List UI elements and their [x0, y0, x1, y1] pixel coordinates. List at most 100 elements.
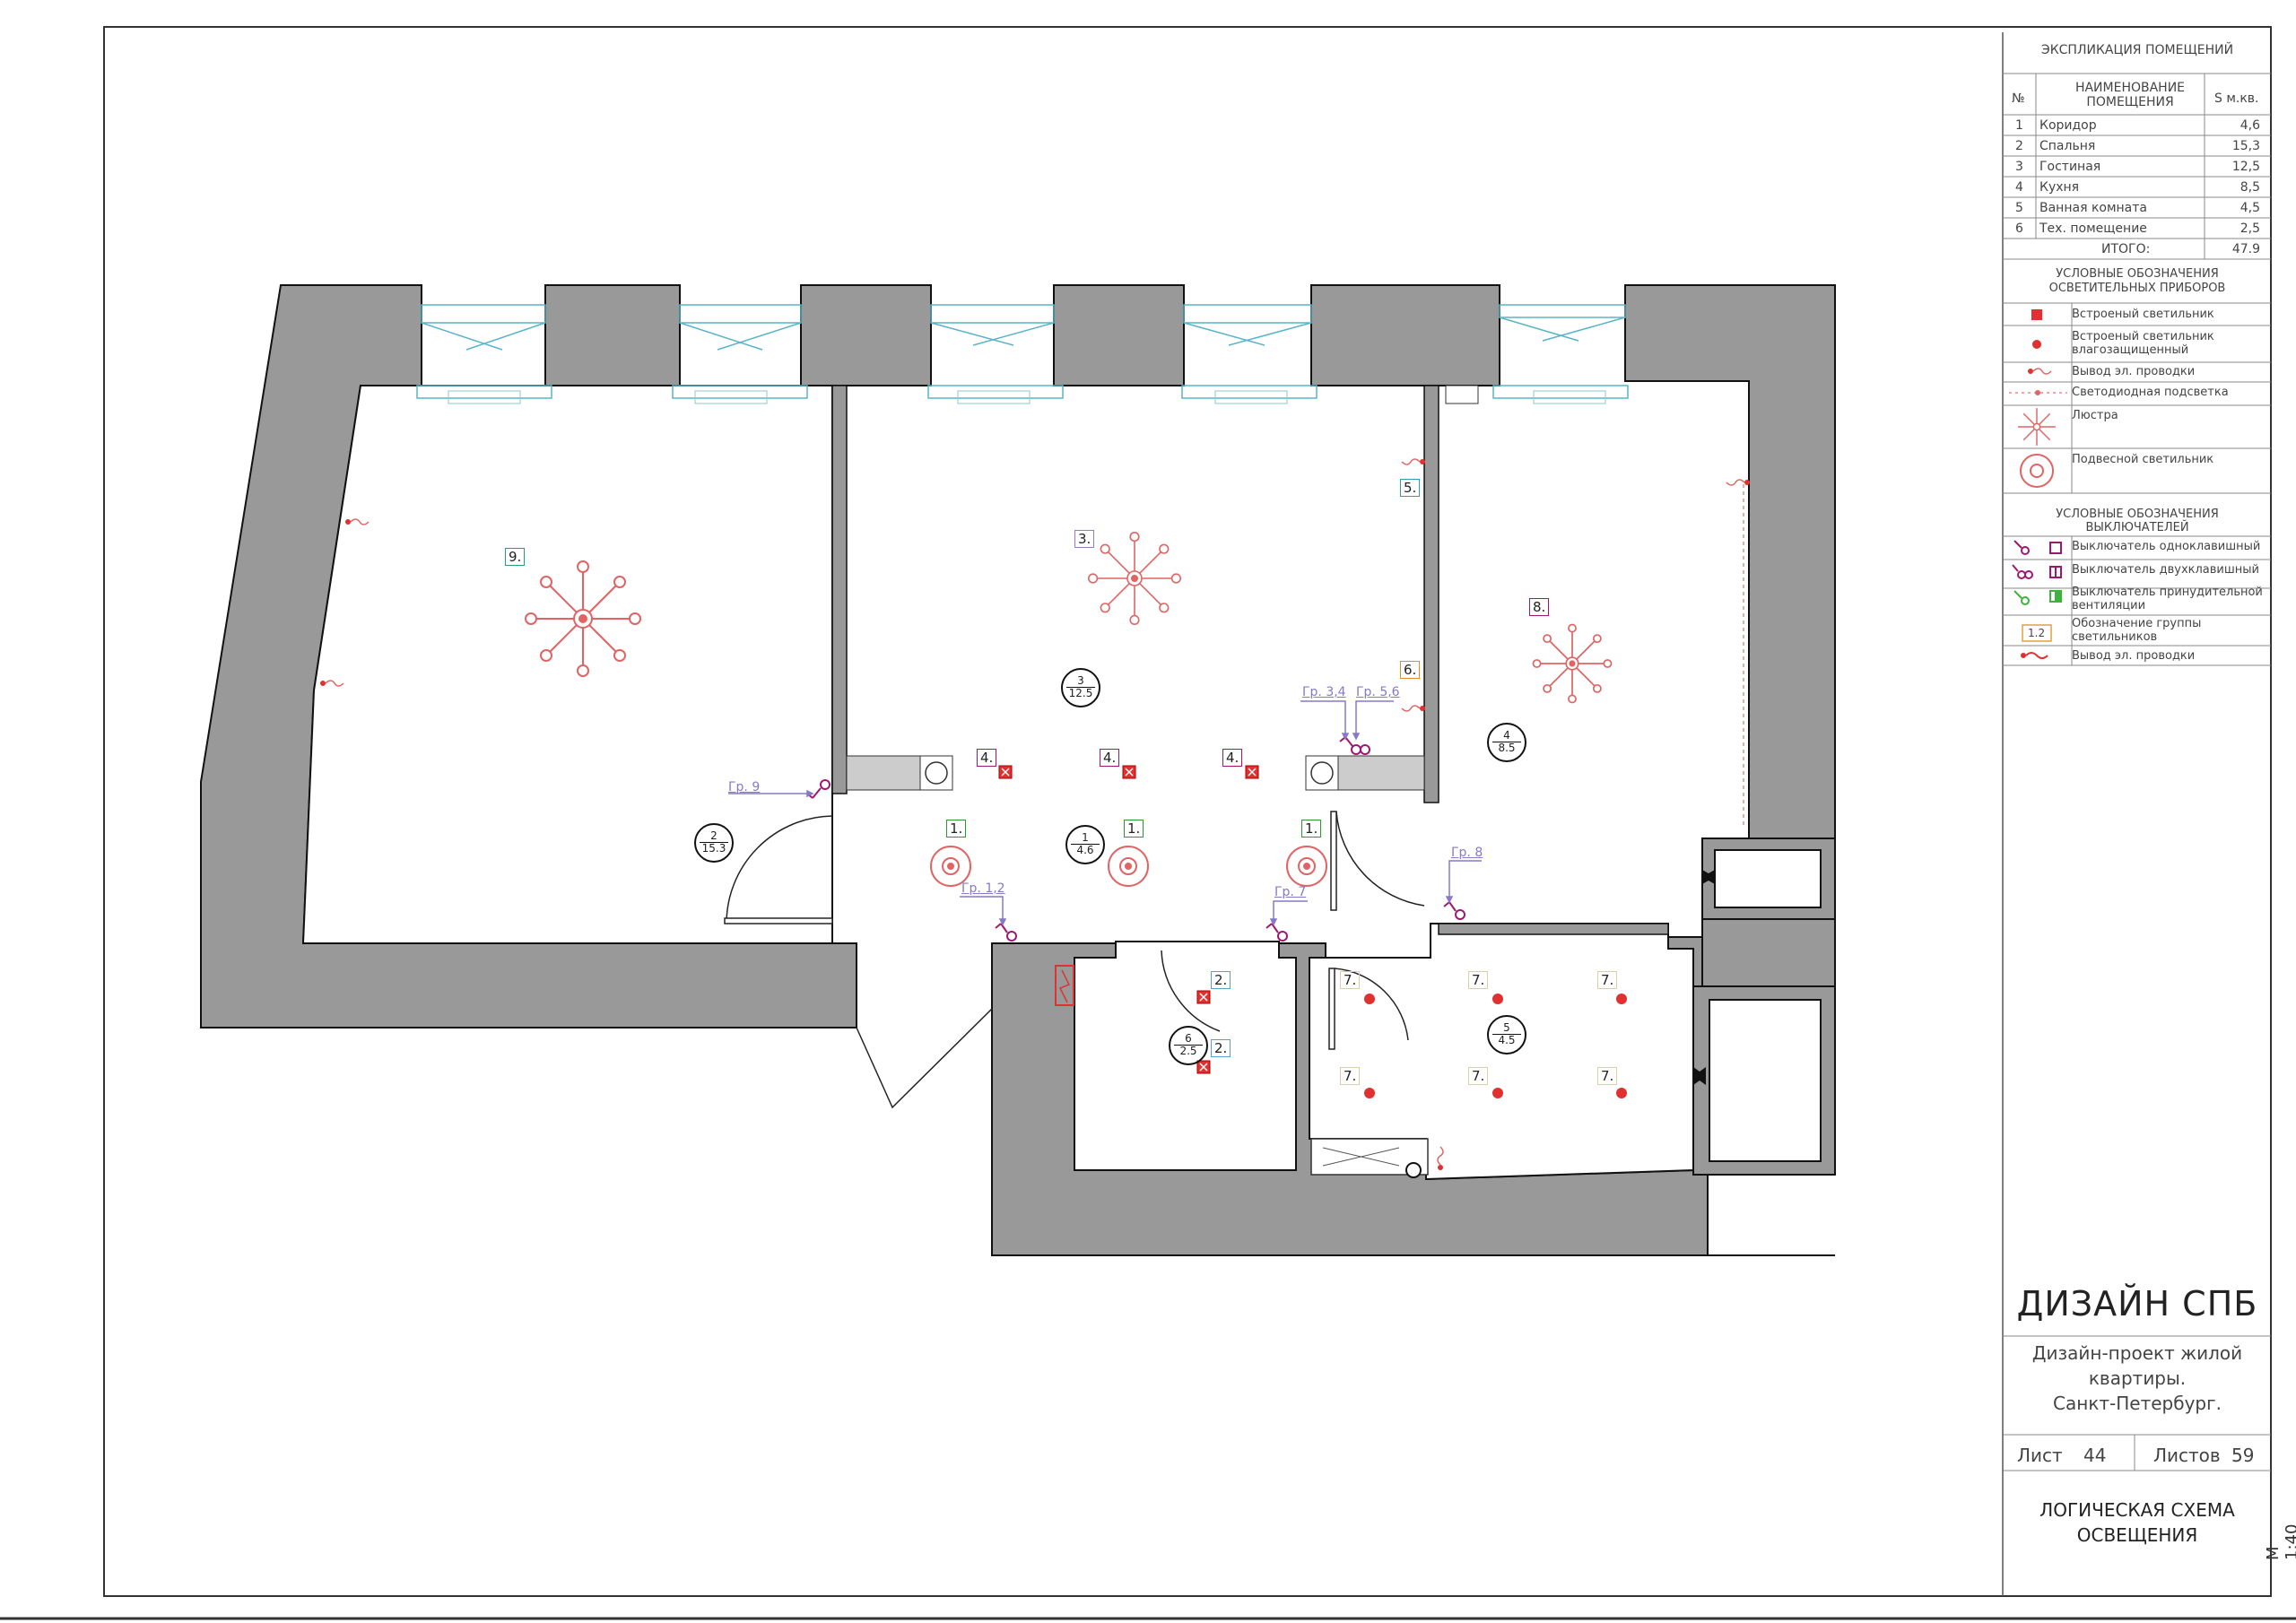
- explication-row-name: Гостиная: [2039, 160, 2101, 174]
- legend-label: Люстра: [2072, 409, 2118, 422]
- explication-row-name: Спальня: [2039, 139, 2096, 153]
- sheet-label: Лист: [2017, 1445, 2063, 1466]
- bath-tub-mark: [1322, 1147, 1400, 1167]
- windows: [416, 304, 1629, 399]
- group-label: 7.: [1597, 1067, 1618, 1085]
- legend-label: Встроеный светильник влагозащищенный: [2072, 330, 2214, 357]
- group-label: 5.: [1400, 479, 1421, 497]
- group-label: 7.: [1468, 1067, 1489, 1085]
- legend-label: Подвесной светильник: [2072, 453, 2214, 466]
- group-tag-text: 1.2: [2028, 627, 2046, 639]
- chandelier-icon: [1532, 623, 1613, 704]
- group-label: 4.: [1100, 749, 1120, 767]
- scale-label: М 1:40: [2264, 1523, 2296, 1560]
- explication-row-name: Коридор: [2039, 118, 2097, 133]
- group-label: 8.: [1529, 598, 1550, 616]
- explication-col-name: НАИМЕНОВАНИЕ ПОМЕЩЕНИЯ: [2074, 81, 2186, 109]
- explication-row-num: 4: [2015, 180, 2023, 195]
- explication-col-area: S м.кв.: [2214, 91, 2259, 106]
- group-label: 7.: [1340, 971, 1361, 989]
- explication-row-area: 8,5: [2239, 180, 2260, 195]
- explication-row-area: 2,5: [2239, 221, 2260, 236]
- led-strip-icon: [2009, 390, 2067, 395]
- group-label: 4.: [1222, 749, 1243, 767]
- explication-row-num: 3: [2015, 160, 2023, 174]
- drawing-title: ЛОГИЧЕСКАЯ СХЕМА ОСВЕЩЕНИЯ: [2039, 1499, 2235, 1546]
- electric-panel-icon: [1055, 965, 1074, 1006]
- wall-partition-bedroom: [831, 385, 848, 794]
- group-label: 2.: [1211, 1039, 1231, 1057]
- explication-row-name: Ванная комната: [2039, 201, 2147, 215]
- legend-label: Встроеный светильник: [2072, 308, 2214, 321]
- floor-plan: [200, 284, 1836, 1256]
- wire-outlet-icon: [320, 458, 1750, 1170]
- vent-shaft-right: [1337, 755, 1425, 791]
- recessed-light-icon: [2031, 309, 2042, 320]
- sheet-info: Лист 44 Листов 59: [2003, 1439, 2272, 1466]
- group-label: 3.: [1074, 530, 1095, 548]
- sheets-label: Листов: [2153, 1445, 2221, 1466]
- explication-row-area: 15,3: [2231, 139, 2260, 153]
- legend-label: Выключатель принудительной вентиляции: [2072, 586, 2263, 612]
- group-label: 6.: [1400, 661, 1421, 679]
- wall-pier-4: [1310, 284, 1500, 386]
- radiators: [448, 390, 1606, 404]
- explication-row-area: 4,5: [2239, 201, 2260, 215]
- shaft-middle: [1701, 918, 1836, 987]
- valve-icon: [1693, 870, 1715, 1085]
- vent-shaft-left: [846, 755, 921, 791]
- explication-title: ЭКСПЛИКАЦИЯ ПОМЕЩЕНИЙ: [2040, 43, 2234, 57]
- double-switch-icon: [2012, 564, 2062, 579]
- explication-row-num: 6: [2015, 221, 2023, 236]
- group-label: 1.: [1301, 820, 1322, 838]
- wire-outlet-icon: [2028, 368, 2052, 375]
- vent-switch-icon: [2013, 590, 2062, 605]
- switch-group-leaders: [728, 700, 1482, 926]
- wall-bath-top: [1438, 923, 1669, 935]
- explication-row-area: 12,5: [2231, 160, 2260, 174]
- sheet-frame: [103, 26, 2272, 1597]
- pendant-light-icon: [2020, 454, 2054, 488]
- group-label: 7.: [1597, 971, 1618, 989]
- switch-group-label: Гр. 9: [728, 780, 761, 794]
- waterproof-light-icon: [2032, 340, 2041, 349]
- wall-right-outer: [1624, 284, 1836, 839]
- group-label: 2.: [1211, 971, 1231, 989]
- explication-table-grid: [2003, 73, 2271, 1471]
- legend-label: Выключатель двухклавишный: [2072, 563, 2259, 577]
- shaft-upper-inner: [1714, 849, 1822, 908]
- wall-pier-2: [800, 284, 932, 386]
- legend-label: Обозначение группы светильников: [2072, 617, 2202, 644]
- legend-symbols: [2009, 309, 2067, 659]
- explication-total-value: 47.9: [2231, 242, 2260, 256]
- shaft-lower-inner: [1709, 999, 1822, 1162]
- group-tag-icon: [2022, 624, 2052, 642]
- sheets-value: 59: [2231, 1445, 2255, 1466]
- single-switch-icon: [2013, 540, 2062, 555]
- legend-label: Светодиодная подсветка: [2072, 386, 2229, 399]
- explication-col-num: №: [2012, 91, 2025, 106]
- chandelier-icon: [2018, 408, 2056, 446]
- explication-row-name: Тех. помещение: [2039, 221, 2147, 236]
- explication-row-num: 2: [2015, 139, 2023, 153]
- brand-title: ДИЗАЙН СПБ: [2016, 1284, 2258, 1324]
- project-description: Дизайн-проект жилой квартиры. Санкт-Пете…: [2031, 1342, 2243, 1414]
- explication-row-num: 1: [2015, 118, 2023, 133]
- wall-small-block: [1445, 385, 1479, 404]
- single-switch-icon: [806, 779, 1465, 942]
- switch-group-label: Гр. 3,4: [1302, 685, 1346, 699]
- legend-label: Вывод эл. проводки: [2072, 365, 2196, 378]
- switch-group-label: Гр. 1,2: [961, 881, 1005, 896]
- legend-label: Вывод эл. проводки: [2072, 649, 2196, 663]
- pendant-light-icon: [930, 846, 1327, 887]
- group-label: 9.: [505, 548, 526, 566]
- explication-total-label: ИТОГО:: [2101, 242, 2151, 256]
- wire-outlet-icon: [2021, 652, 2048, 659]
- vent-fan-right-icon: [1310, 761, 1334, 785]
- explication-row-area: 4,6: [2239, 118, 2260, 133]
